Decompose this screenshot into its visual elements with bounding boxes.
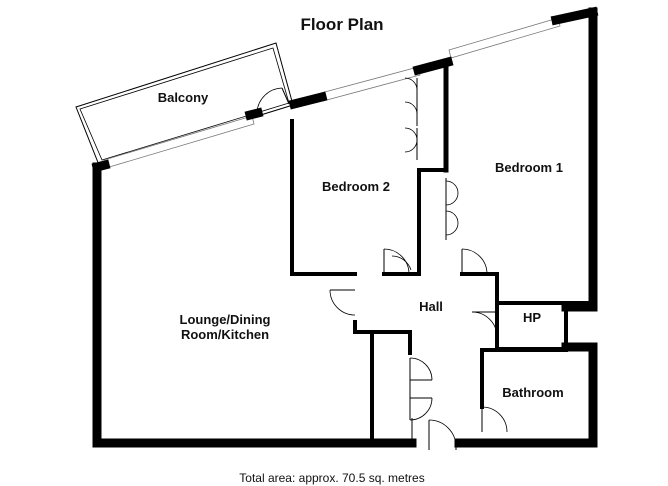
room-label-lounge-line1: Lounge/Dining	[180, 312, 271, 327]
door-bedroom1	[461, 248, 488, 275]
doors	[256, 77, 508, 450]
door-entrance	[411, 418, 457, 450]
door-hp	[471, 311, 498, 338]
page-title: Floor Plan	[300, 15, 383, 34]
windows	[103, 17, 561, 169]
window-bedroom1	[448, 17, 561, 59]
interior-walls	[290, 61, 595, 445]
door-balcony	[256, 87, 290, 113]
door-bathroom	[481, 406, 508, 433]
room-label-hall: Hall	[419, 299, 443, 314]
door-wardrobe-bedroom1	[445, 178, 459, 240]
room-label-balcony: Balcony	[158, 90, 209, 105]
door-lounge	[329, 289, 356, 316]
room-label-bathroom: Bathroom	[502, 385, 563, 400]
room-label-hp: HP	[523, 310, 541, 325]
window-bedroom2	[320, 66, 421, 102]
door-wardrobe-bedroom2-top	[404, 77, 418, 160]
total-area-caption: Total area: approx. 70.5 sq. metres	[239, 471, 424, 485]
door-bedroom2	[383, 248, 412, 275]
room-label-lounge-line2: Room/Kitchen	[181, 327, 269, 342]
room-label-bedroom2: Bedroom 2	[322, 179, 390, 194]
room-label-bedroom1: Bedroom 1	[495, 160, 563, 175]
exterior-walls	[91, 6, 599, 448]
door-hall-cupboard	[409, 357, 433, 421]
